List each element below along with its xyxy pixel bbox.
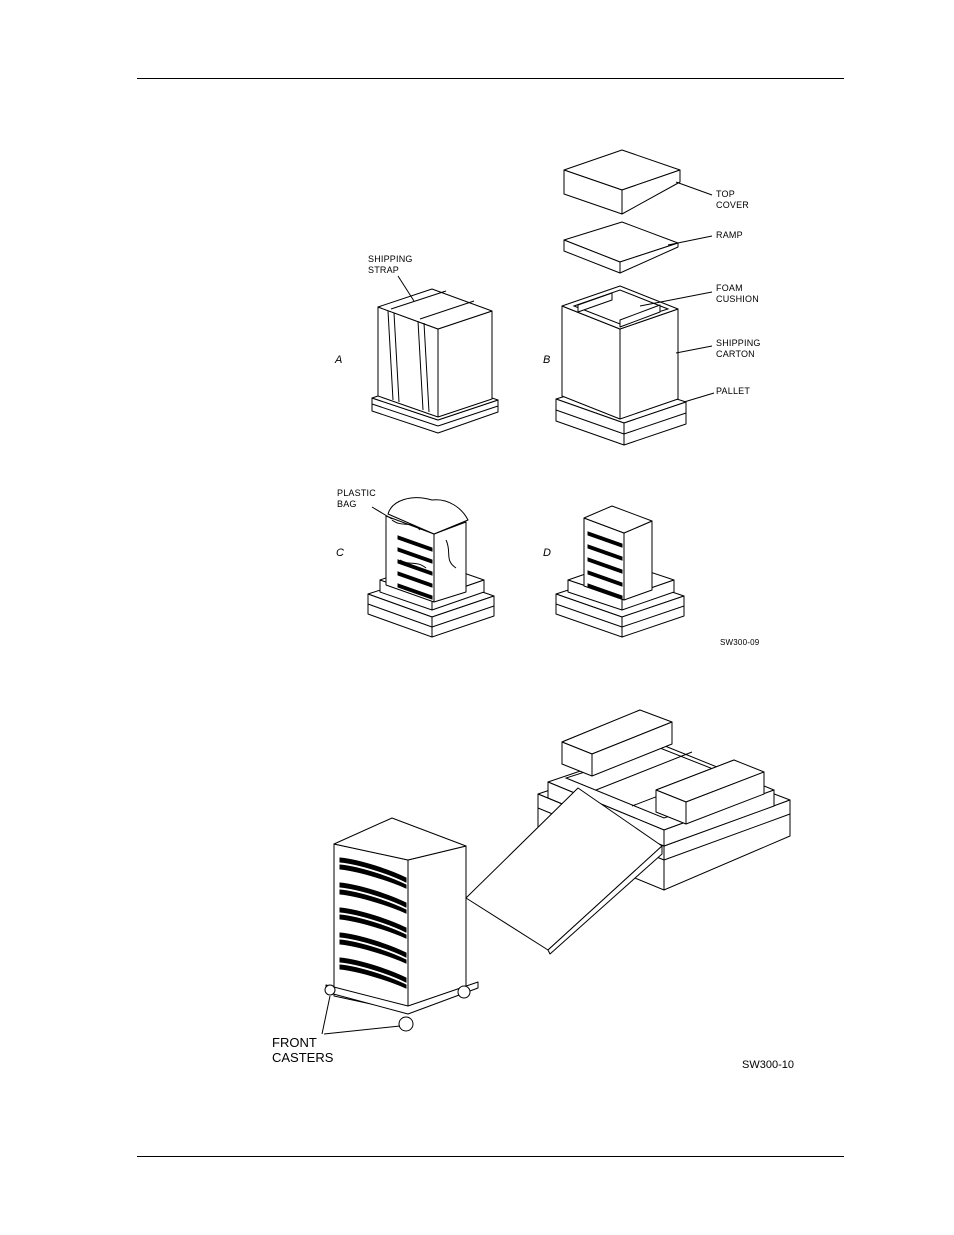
plastic-bag-label: PLASTIC BAG <box>337 488 376 509</box>
pallet-label: PALLET <box>716 386 751 396</box>
panel-a-drawing <box>371 275 499 434</box>
panel-c-drawing <box>367 497 495 638</box>
panel-c-letter: C <box>336 547 344 559</box>
footer-rule <box>137 1156 844 1157</box>
figure-id-sw300-10: SW300-10 <box>742 1059 794 1071</box>
cabinet-drawers <box>339 857 407 989</box>
header-rule <box>137 78 844 79</box>
panel-d-drawing <box>555 505 685 638</box>
panel-a-letter: A <box>335 354 343 366</box>
shipping-strap-label: SHIPPING STRAP <box>368 254 413 275</box>
front-casters-label: FRONT CASTERS <box>272 1035 334 1065</box>
panel-b-letter: B <box>543 354 551 366</box>
ramp-label: RAMP <box>716 230 743 240</box>
shipping-carton-label: SHIPPING CARTON <box>716 338 761 359</box>
panel-b-drawing <box>555 149 715 446</box>
foam-cushion-label: FOAM CUSHION <box>716 283 759 304</box>
panel-d-letter: D <box>543 547 551 559</box>
top-cover-label: TOP COVER <box>716 189 750 210</box>
unpacking-figure <box>367 149 715 638</box>
figure-id-sw300-09: SW300-09 <box>720 638 760 647</box>
